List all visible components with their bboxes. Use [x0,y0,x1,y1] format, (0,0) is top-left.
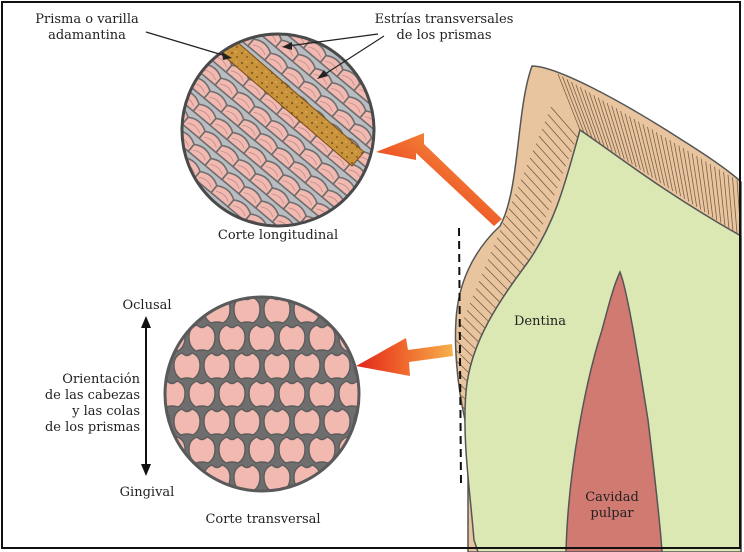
label-orientacion-line3: y las colas [6,404,140,420]
label-corte-transversal: Corte transversal [196,512,330,528]
label-dentina: Dentina [514,314,566,330]
label-orientacion: Orientación de las cabezas y las colas d… [6,372,140,436]
label-estrias-line1: Estrías transversales [368,12,520,28]
tooth-section [434,66,741,552]
label-gingival: Gingival [110,485,184,501]
label-orientacion-line4: de los prismas [6,420,140,436]
label-prisma-line2: adamantina [26,28,148,44]
label-oclusal: Oclusal [112,298,182,314]
label-cavidad-pulpar: Cavidad pulpar [574,490,650,522]
oclusal-gingival-arrow [141,316,151,476]
label-prisma-varilla: Prisma o varilla adamantina [26,12,148,44]
label-orientacion-line2: de las cabezas [6,388,140,404]
label-prisma-line1: Prisma o varilla [26,12,148,28]
label-orientacion-line1: Orientación [6,372,140,388]
label-corte-longitudinal: Corte longitudinal [208,228,348,244]
arrow-to-transverse [356,338,453,376]
label-estrias-transversales: Estrías transversales de los prismas [368,12,520,44]
arrow-to-longitudinal [376,133,502,226]
label-cavidad-line2: pulpar [574,506,650,522]
label-estrias-line2: de los prismas [368,28,520,44]
label-cavidad-line1: Cavidad [574,490,650,506]
